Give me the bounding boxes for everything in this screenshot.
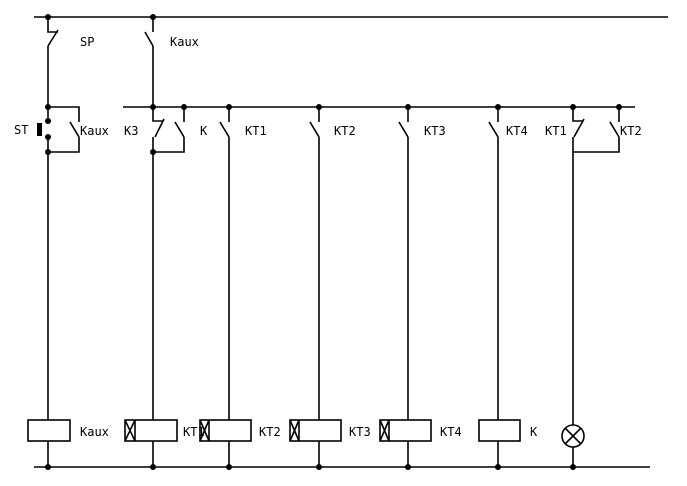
- label-kaux-hold: Kaux: [80, 124, 109, 138]
- label-kt2-no: KT2: [620, 124, 642, 138]
- kt3-no-contact: [398, 107, 409, 420]
- k3-nc-contact: [152, 107, 165, 420]
- coil-k: [478, 419, 521, 442]
- k-no-contact: [153, 107, 185, 153]
- kaux-holding-contact: [48, 106, 80, 153]
- coil-kt1: [124, 419, 178, 442]
- label-sp: SP: [80, 35, 94, 49]
- kaux-no-contact: [144, 17, 154, 107]
- label-kt1: KT1: [245, 124, 267, 138]
- junction-dots: [45, 14, 622, 470]
- label-kt3: KT3: [424, 124, 446, 138]
- label-kt4: KT4: [506, 124, 528, 138]
- label-k: K: [200, 124, 208, 138]
- label-kt2: KT2: [334, 124, 356, 138]
- kt2-no-contact-lamp: [573, 107, 620, 153]
- label-kaux-top: Kaux: [170, 35, 199, 49]
- kt1-nc-contact: [572, 107, 585, 425]
- coil-label-kt4: KT4: [440, 425, 462, 439]
- coil-kt3: [289, 419, 342, 442]
- coil-label-kaux: Kaux: [80, 425, 109, 439]
- coil-kt4: [379, 419, 432, 442]
- label-k3: K3: [124, 124, 138, 138]
- coil-label-kt3: KT3: [349, 425, 371, 439]
- label-kt1-nc: KT1: [545, 124, 567, 138]
- coil-label-kt2: KT2: [259, 425, 281, 439]
- label-st: ST: [14, 123, 28, 137]
- coil-label-k: K: [530, 425, 538, 439]
- coil-kt2: [199, 419, 252, 442]
- coil-kaux: [27, 419, 71, 442]
- st-pushbutton: [37, 123, 49, 420]
- kt2-no-contact: [309, 107, 320, 420]
- kt1-no-contact: [219, 107, 230, 420]
- lamp-icon: [561, 424, 585, 448]
- coil-label-kt1: KT1: [183, 425, 205, 439]
- kt4-no-contact: [488, 107, 499, 420]
